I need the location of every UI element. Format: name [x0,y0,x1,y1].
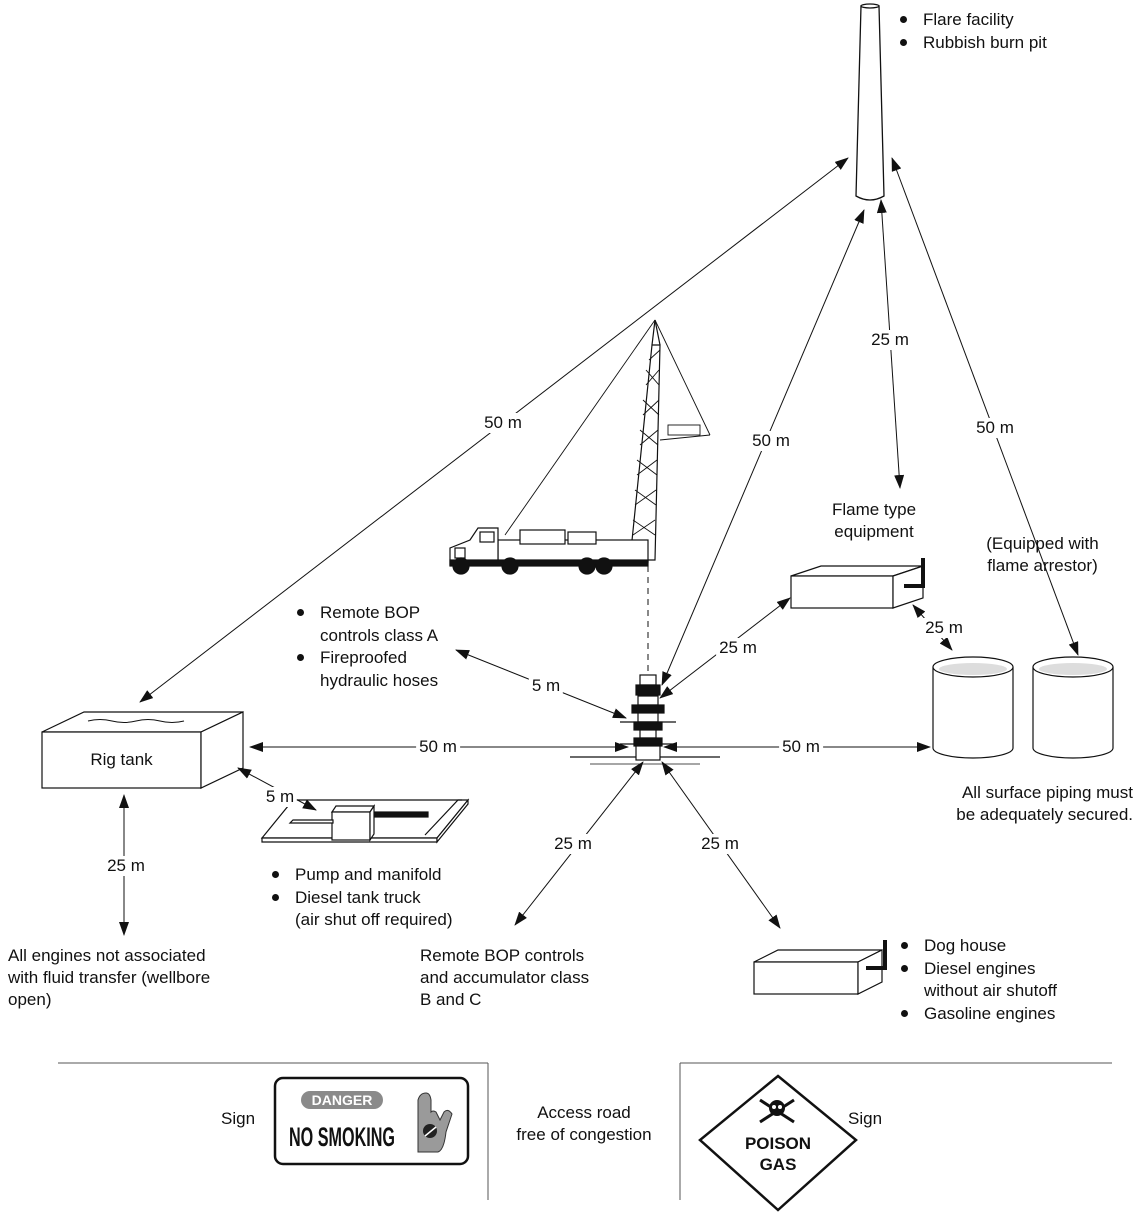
flame-type-equipment-label: Flame type equipment [831,500,917,541]
dist-flame-equipment-tank: 25 m [922,618,966,638]
rig-tank-box [41,711,244,789]
list-item: Flare facility [898,9,1047,32]
sign-label-right: Sign [848,1109,883,1128]
remote-bop-class-bc-label: Remote BOP controls and accumulator clas… [420,946,590,1009]
dist-rig-tank-engines: 25 m [104,856,148,876]
hand-icon [417,1092,453,1153]
list-item: Dog house [899,935,1057,958]
list-item: Diesel tank truck(air shut off required) [270,887,452,932]
list-item: Rubbish burn pit [898,32,1047,55]
wellhead-bop-stack [570,674,720,765]
no-smoking-text: NO SMOKING [289,1122,395,1152]
engines-not-associated-label: All engines not associated with fluid tr… [8,946,211,1009]
poison-gas-sign: POISON GAS [698,1074,858,1212]
dist-storage-tank-flare: 50 m [973,418,1017,438]
dist-rig-tank-flare: 50 m [481,413,525,433]
list-item: Gasoline engines [899,1003,1057,1026]
dist-wellhead-rig-tank: 50 m [416,737,460,757]
no-smoking-sign: DANGER NO SMOKING [273,1076,470,1166]
bottom-frame [58,1062,1112,1200]
flare-stack [855,3,885,201]
flare-items-list: Flare facility Rubbish burn pit [898,9,1047,54]
storage-tank-2 [1032,656,1114,759]
dog-house-box [753,940,887,995]
skull-crossbones-icon [759,1098,795,1124]
no-smoking-header: DANGER [312,1092,373,1108]
storage-tank-1 [932,656,1014,759]
flame-type-equipment-box [790,558,925,609]
dist-rig-tank-pump: 5 m [262,787,298,807]
line-tank-flare [891,157,1079,656]
dist-wellhead-storage-tanks: 50 m [779,737,823,757]
list-item: Pump and manifold [270,864,452,887]
pump-items-list: Pump and manifold Diesel tank truck(air … [270,864,452,932]
dist-wellhead-flare: 50 m [749,431,793,451]
sign-label-left: Sign [221,1109,256,1128]
drilling-rig-truck [449,319,711,575]
rig-tank-label: Rig tank [90,750,153,769]
dist-wellhead-remote-bop-bc: 25 m [551,834,595,854]
dist-wellhead-flame-equipment: 25 m [716,638,760,658]
access-road-label: Access road free of congestion [516,1103,652,1144]
poison-gas-line2: GAS [760,1155,797,1174]
dist-flame-equipment-flare: 25 m [868,330,912,350]
flame-arrestor-label: (Equipped with flame arrestor) [986,534,1099,575]
dist-wellhead-dog-house: 25 m [698,834,742,854]
surface-piping-note: All surface piping must be adequately se… [956,783,1133,824]
dist-wellhead-remote-bop-a: 5 m [528,676,564,696]
poison-gas-line1: POISON [745,1134,811,1153]
